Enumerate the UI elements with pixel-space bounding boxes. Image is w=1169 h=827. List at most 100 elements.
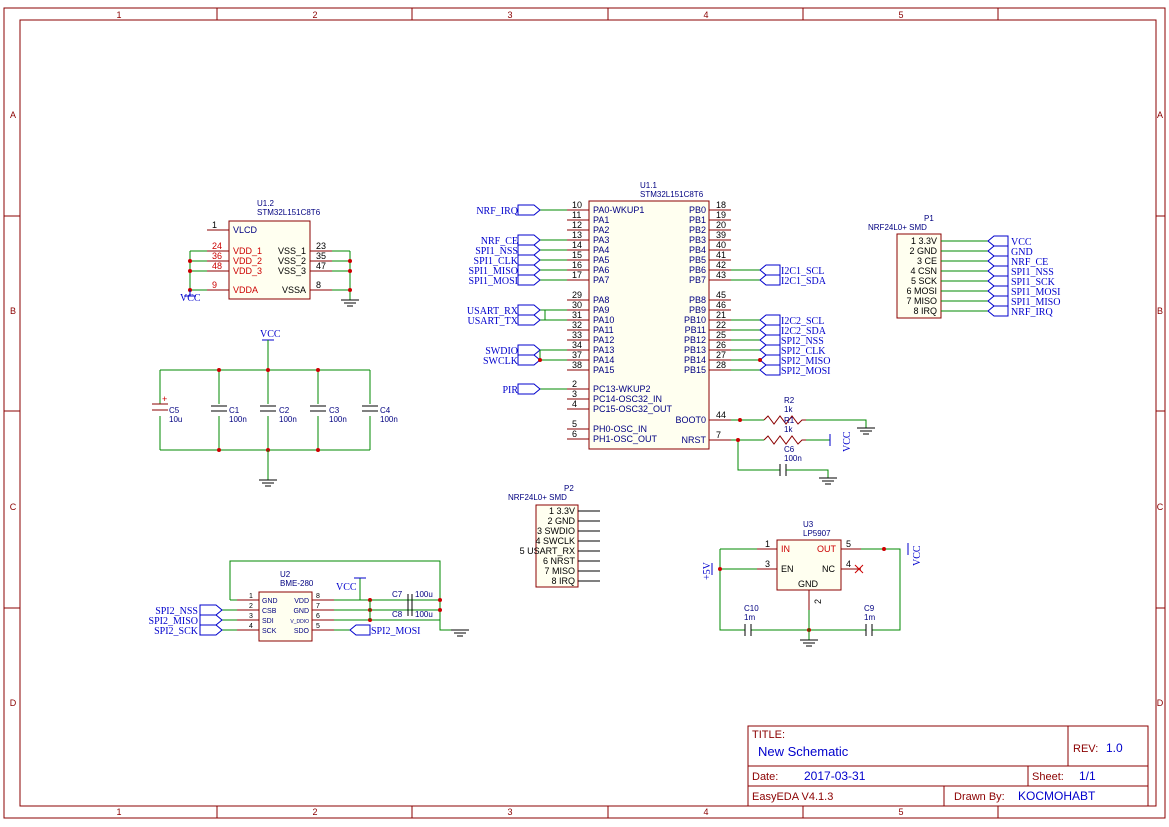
u1-1-pin-num: 39	[716, 230, 726, 240]
vcc-label-u2: VCC	[336, 582, 357, 593]
p1-pin-label: 7 MISO	[906, 296, 937, 306]
r2-value: 1k	[784, 405, 793, 414]
p2-pin-label: 4 SWCLK	[535, 536, 575, 546]
decoupling-capacitors: VCC + C5 10u C1 100n C2 100n C3 100n C4 …	[152, 329, 398, 487]
grid-col-label-top: 3	[507, 10, 512, 20]
u1-1-pin-name: PC15-OSC32_OUT	[593, 404, 673, 414]
u1-1-pin-num: 44	[716, 410, 726, 420]
u1-1-net-label: SWCLK	[483, 356, 519, 367]
c3-ref: C3	[329, 406, 340, 415]
p1-net-label: SPI1_MISO	[1011, 297, 1060, 308]
u1-1-net-label: I2C1_SCL	[781, 266, 824, 277]
net-flag	[987, 235, 1009, 247]
u1-1-pin-name: NRST	[682, 435, 707, 445]
r2-ref: R2	[784, 396, 795, 405]
c5-ref: C5	[169, 406, 180, 415]
u1-1-pin-name: PB5	[689, 255, 706, 265]
u1-2-pin-name: VSS_1	[278, 246, 306, 256]
u3-pin-5-num: 5	[846, 539, 851, 549]
u1-1-pin-num: 46	[716, 300, 726, 310]
u1-1-net-label: I2C1_SDA	[781, 276, 827, 287]
p1-pin-label: 5 SCK	[911, 276, 937, 286]
drawn-by-label: Drawn By:	[954, 791, 1005, 803]
u3-pin-3-num: 3	[765, 559, 770, 569]
u1-1-pin-name: PA15	[593, 365, 614, 375]
u1-1-net-label: SPI2_NSS	[781, 336, 824, 347]
u2-pin-num: 2	[249, 603, 253, 610]
u1-1-net-label: SPI1_NSS	[475, 246, 518, 257]
r1-ref: R1	[784, 416, 795, 425]
u3-pin-2-num: 2	[813, 599, 823, 604]
u1-1-pin-name: PA14	[593, 355, 614, 365]
u1-1-pin-name: PA5	[593, 255, 609, 265]
p2-pin-label: 5 USART_RX	[520, 546, 575, 556]
u2-ref: U2	[280, 570, 291, 579]
u1-1-pin-name: PB11	[685, 325, 706, 335]
u1-2-ref: U1.2	[257, 199, 274, 208]
net-flag	[517, 344, 541, 356]
u1-1-pin-num: 37	[572, 350, 582, 360]
u1-1-pin-name: PA3	[593, 235, 609, 245]
c9-ref: C9	[864, 604, 875, 613]
u1-1-pin-name: PH1-OSC_OUT	[593, 434, 658, 444]
u1-1-pin-num: 3	[572, 389, 577, 399]
u2-pin-name: SDO	[294, 628, 310, 635]
u2-net-label: SPI2_NSS	[155, 606, 198, 617]
u1-1-pin-num: 5	[572, 419, 577, 429]
tool-version: EasyEDA V4.1.3	[752, 791, 833, 803]
boot-reset-circuit: R2 1k R1 1k C6 100n VCC	[731, 396, 875, 485]
net-flag	[517, 383, 541, 395]
u1-1-pin-name: PB8	[689, 295, 706, 305]
p2-pin-label: 7 MISO	[544, 566, 575, 576]
u1-1-pin-name: PA9	[593, 305, 609, 315]
p1-net-label: GND	[1011, 247, 1033, 258]
u1-1-pin-name: PB1	[689, 215, 706, 225]
u1-1-pin-name: PA0-WKUP1	[593, 205, 644, 215]
u1-1-pin-name: PA7	[593, 275, 609, 285]
c4-ref: C4	[380, 406, 391, 415]
u1-1-pin-num: 20	[716, 220, 726, 230]
u1-1-pin-num: 18	[716, 200, 726, 210]
u2-net-label: SPI2_MISO	[149, 616, 198, 627]
u1-2-pin-num: 47	[316, 261, 326, 271]
u1-1-part: STM32L151C8T6	[640, 190, 704, 199]
u1-1-pin-num: 15	[572, 250, 582, 260]
u1-2-pin-name: VDD_1	[233, 246, 262, 256]
u1-1-net-label: PIR	[502, 385, 518, 396]
u1-1-pin-num: 33	[572, 330, 582, 340]
u1-1-net-label: NRF_CE	[481, 236, 518, 247]
u1-1-net-label: SPI1_MISO	[469, 266, 518, 277]
grid-row-label-right: D	[1157, 698, 1164, 708]
c3-value: 100n	[329, 415, 347, 424]
net-flag	[759, 274, 781, 286]
c2-value: 100n	[279, 415, 297, 424]
vcc-label-u3: VCC	[912, 545, 923, 566]
p1-pin-label: 3 CE	[917, 256, 937, 266]
p1-net-label: NRF_CE	[1011, 257, 1048, 268]
p2-pin-label: 1 3.3V	[549, 506, 575, 516]
u1-1-pin-num: 40	[716, 240, 726, 250]
net-flag	[759, 334, 781, 346]
u3-ldo-symbol: U3 LP5907 1 IN 3 EN 5 OUT 4 NC 2 GND C10…	[702, 520, 923, 647]
p2-pin-label: 3 SWDIO	[537, 526, 575, 536]
net-flag	[987, 305, 1009, 317]
u1-1-net-label: SWDIO	[485, 346, 518, 357]
ground-icon	[341, 299, 359, 307]
ground-icon	[800, 639, 818, 647]
u1-1-pin-name: PB3	[689, 235, 706, 245]
u1-1-pin-name: PB13	[684, 345, 706, 355]
net-flag	[759, 264, 781, 276]
p2-pin-label: 8 IRQ	[551, 576, 575, 586]
u1-1-pin-name: PB12	[684, 335, 706, 345]
date-label: Date:	[752, 771, 778, 783]
u1-1-pin-name: PA12	[593, 335, 614, 345]
u1-1-net-label: NRF_IRQ	[476, 206, 518, 217]
title-value: New Schematic	[758, 744, 849, 759]
grid-col-label-bottom: 1	[116, 807, 121, 817]
net-flag	[987, 245, 1009, 257]
c8-value: 100u	[415, 610, 433, 619]
u1-1-net-label: SPI2_CLK	[781, 346, 826, 357]
